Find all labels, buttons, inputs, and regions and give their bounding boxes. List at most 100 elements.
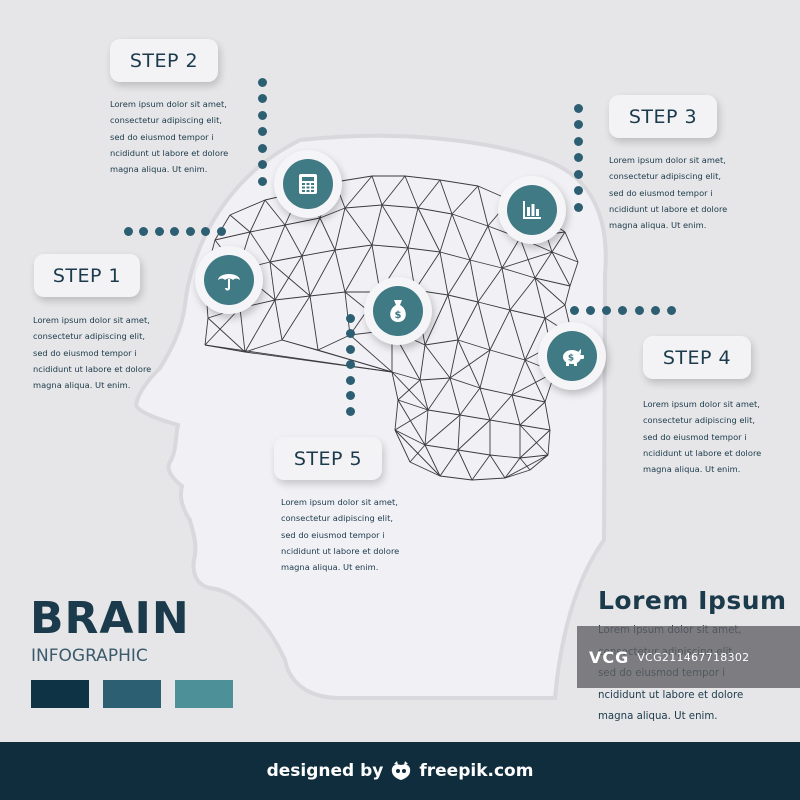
brain-mesh-edge [457, 419, 491, 451]
brain-mesh-edge [447, 294, 459, 341]
brain-mesh-edge [451, 213, 489, 227]
brain-mesh-edge [489, 309, 511, 351]
footer-designed-by: designed by [266, 761, 384, 781]
brain-mesh-edge [229, 199, 266, 216]
brain-mesh-edge [394, 429, 411, 463]
brain-mesh-edge [391, 371, 399, 401]
brain-mesh-edge [397, 399, 426, 446]
brain-mesh-edge [439, 179, 453, 215]
connector-dot [634, 305, 644, 315]
brain-mesh-edge [317, 349, 393, 373]
brain-mesh-edge [424, 444, 441, 477]
brain-mesh-edge [439, 251, 449, 296]
brain-mesh-edge [529, 454, 549, 471]
brain-mesh-edge [519, 457, 531, 471]
brain-mesh-edge [424, 344, 451, 379]
brain-mesh-edge [249, 231, 271, 263]
brain-mesh-edge [457, 449, 491, 456]
watermark-logo: VCG [589, 647, 630, 667]
brain-mesh-edge [349, 334, 393, 373]
brain-mesh-edge [319, 207, 346, 219]
brain-mesh-edge [449, 377, 481, 389]
step-3-text: Lorem ipsum dolor sit amet, consectetur … [609, 155, 728, 231]
brain-mesh-edge [404, 175, 419, 209]
brain-mesh-edge [479, 349, 491, 389]
brain-mesh-edge [457, 301, 479, 341]
connector-dot [345, 329, 355, 338]
brain-mesh-edge [457, 414, 461, 451]
connector-dot [585, 305, 595, 315]
brain-mesh-edge [239, 307, 246, 353]
brain-mesh-edge [274, 299, 283, 341]
brain-mesh-edge [301, 249, 336, 257]
brain-mesh-edge [281, 295, 311, 341]
connector-dot [257, 110, 267, 120]
brain-mesh-edge [534, 251, 553, 279]
connector-dot [257, 127, 267, 136]
brain-mesh-edge [269, 224, 286, 263]
brain-mesh-edge [344, 175, 373, 209]
brain-mesh-edge [371, 204, 383, 246]
brain-mesh-edge [424, 339, 459, 346]
brain-mesh-edge [334, 249, 346, 293]
brain-mesh-edge [477, 301, 511, 311]
brain-mesh-edge [489, 349, 526, 361]
connector-dot [573, 169, 583, 179]
connector-dot [170, 226, 179, 236]
brain-title: BRAIN [30, 593, 190, 644]
brain-mesh-edge [204, 307, 241, 346]
brain-mesh-edge [371, 244, 409, 249]
step-2-icon-circle [283, 159, 333, 209]
brain-mesh-edge [274, 255, 303, 301]
brain-mesh-edge [449, 339, 459, 379]
brain-mesh-edge [397, 399, 429, 411]
connector-dot [345, 360, 355, 369]
brain-mesh-edge [477, 267, 503, 303]
brain-mesh-edge [439, 251, 471, 261]
connector-dot [257, 160, 267, 169]
watermark-overlay: VCG VCG211467718302 [577, 626, 800, 688]
calculator-icon [299, 174, 317, 194]
brain-mesh-edge [439, 449, 459, 477]
brain-mesh-edge [207, 317, 246, 353]
step-4-label: STEP 4 [643, 336, 751, 379]
connector-dot [345, 375, 355, 385]
umbrella-icon [218, 274, 240, 291]
connector-dot [139, 226, 148, 236]
step-2-icon-button [274, 150, 342, 218]
brain-mesh-edge [424, 414, 461, 446]
brain-mesh-edge [524, 317, 546, 361]
connector-dot [573, 186, 583, 195]
connector-dot [573, 103, 583, 113]
brain-mesh-edge [381, 175, 406, 206]
footer-brand: freepik.com [419, 761, 534, 781]
brain-mesh-edge [509, 309, 526, 361]
brain-mesh-edge [459, 387, 481, 416]
brain-mesh-edge [451, 213, 471, 261]
step-1-icon-circle [204, 255, 254, 305]
brain-mesh-edge [439, 475, 473, 481]
svg-text:$: $ [395, 310, 402, 321]
brain-mesh-edge [534, 277, 571, 287]
brain-mesh-edge [457, 449, 473, 481]
summary-title: Lorem Ipsum [598, 586, 787, 615]
brain-mesh-edge [504, 457, 521, 479]
brain-mesh-edge [544, 401, 551, 431]
brain-mesh-edge [334, 207, 346, 251]
brain-mesh-edge [244, 339, 283, 353]
step-5-label: STEP 5 [274, 437, 382, 480]
brain-mesh-edge [264, 199, 286, 226]
brain-mesh-edge [417, 207, 441, 253]
connector-dot [345, 344, 355, 354]
brain-mesh-edge [471, 454, 491, 481]
connector-dot [573, 153, 583, 162]
color-swatch-light [175, 680, 233, 708]
brain-mesh-edge [501, 267, 511, 311]
connector-dot [257, 77, 267, 87]
brain-mesh-edge [564, 285, 571, 306]
brain-mesh-edge [427, 409, 461, 416]
money-bag-icon: $ [390, 300, 406, 322]
step-3-icon-button [498, 176, 566, 244]
brain-mesh-edge [477, 301, 491, 351]
step-3-icon-circle [507, 185, 557, 235]
